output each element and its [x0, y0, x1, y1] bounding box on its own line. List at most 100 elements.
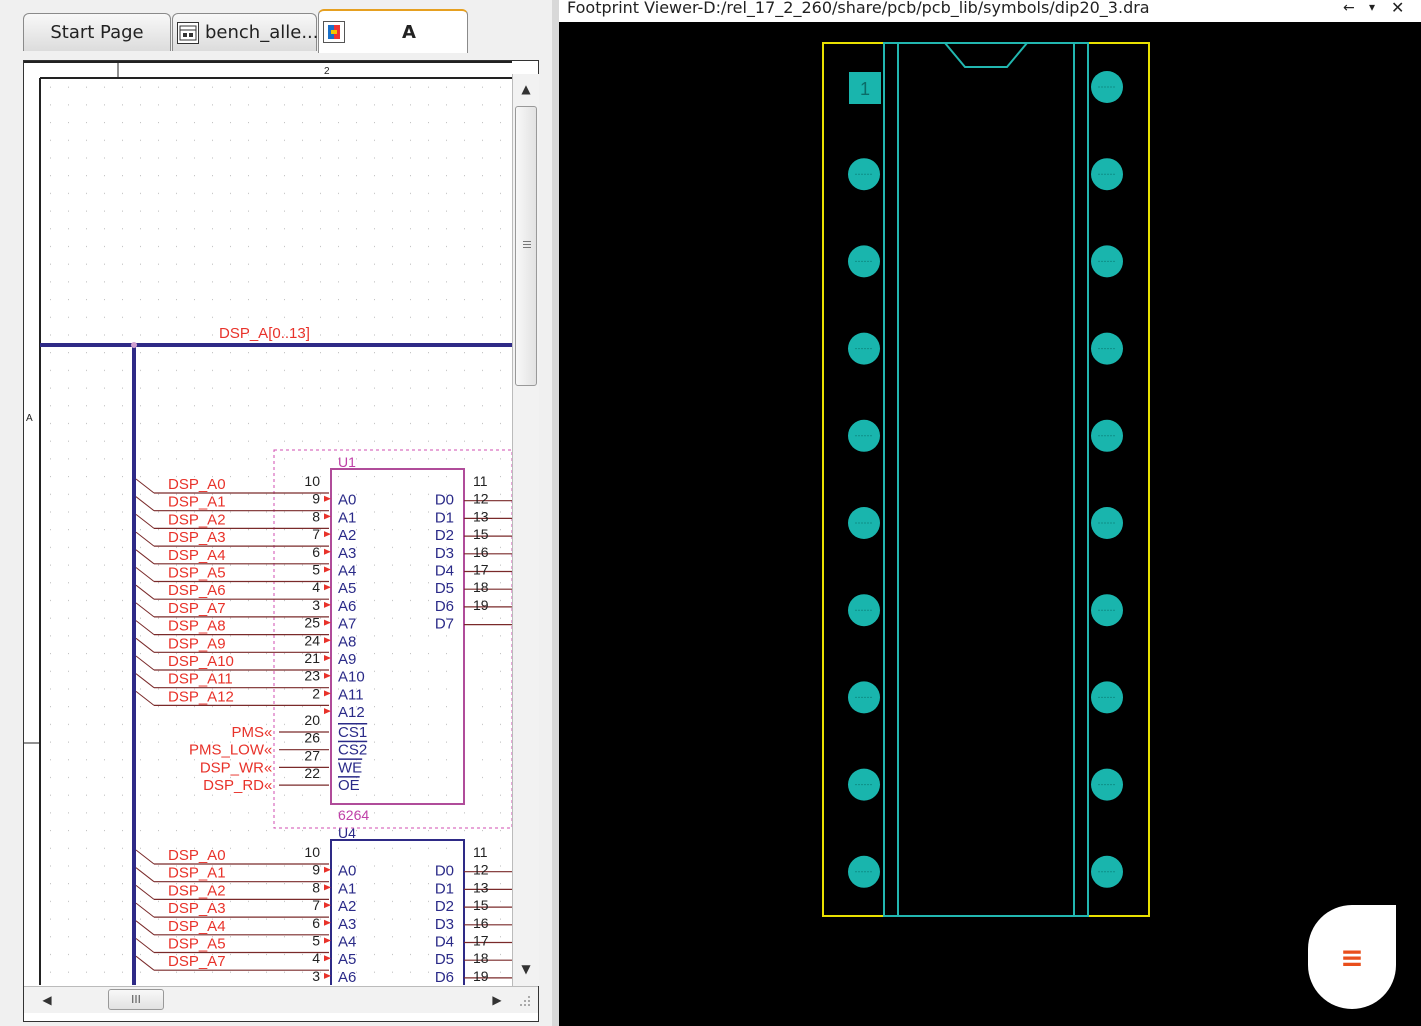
u4-pin-number: 18: [473, 950, 489, 966]
u4-pin-name: D4: [435, 934, 454, 951]
scroll-left-arrow-icon[interactable]: ◀: [42, 993, 52, 1007]
vertical-scroll-thumb[interactable]: [515, 106, 537, 386]
u1-pin-number: 2: [312, 685, 320, 701]
u1-pin-arrow: [324, 637, 331, 644]
u1-pin-number: 5: [312, 562, 320, 578]
u1-selection-box: [273, 449, 512, 829]
menu-button[interactable]: ≡: [1308, 905, 1396, 1009]
footprint-body-inner: [897, 42, 1075, 917]
u1-pin-name: D3: [435, 545, 454, 562]
u4-bus-entry: [135, 902, 155, 918]
u1-bus-entry: [135, 549, 155, 565]
u1-ctrl-pin-number: 27: [304, 747, 320, 763]
u1-pin-number: 6: [312, 544, 320, 560]
u4-pin-name: A0: [338, 863, 356, 880]
u1-pin-name: A6: [338, 598, 356, 615]
u4-bus-entry: [135, 955, 155, 971]
ruler-top-label: 2: [324, 66, 330, 77]
ruler-side-label: A: [26, 413, 33, 424]
u4-pin-number: 19: [473, 968, 489, 984]
pin-icon[interactable]: ←: [1343, 0, 1355, 16]
u1-pin-arrow: [324, 708, 331, 715]
grid-dots: [41, 79, 512, 985]
u1-net-label: DSP_A12: [168, 688, 234, 705]
tab-start-page[interactable]: Start Page: [23, 13, 171, 51]
u4-pin-number: 16: [473, 915, 489, 931]
resize-grip-icon[interactable]: [518, 993, 532, 1007]
u4-pin-arrow: [324, 919, 331, 926]
u1-pin-name: D1: [435, 509, 454, 526]
tab-page-a[interactable]: A: [318, 9, 468, 53]
u1-pin-arrow: [324, 672, 331, 679]
u1-pin-arrow: [324, 548, 331, 555]
u1-pin-arrow: [324, 584, 331, 591]
u1-ctrl-net-label: PMS_LOW: [189, 742, 265, 759]
u1-pin-number: 10: [304, 473, 320, 489]
menu-icon: ≡: [1340, 940, 1364, 974]
u1-pin-name: A1: [338, 509, 356, 526]
u1-net-label: DSP_A10: [168, 653, 234, 670]
scroll-right-arrow-icon[interactable]: ▶: [492, 993, 502, 1007]
bus-junction: [131, 342, 137, 348]
u1-pin-number: 24: [304, 632, 320, 648]
u4-net-label: DSP_A4: [168, 918, 226, 935]
u4-net-label: DSP_A5: [168, 936, 226, 953]
u4-pin-name: D0: [435, 863, 454, 880]
u4-net-label: DSP_A3: [168, 900, 226, 917]
close-icon[interactable]: ✕: [1391, 0, 1405, 17]
u4-pin-name: D6: [435, 969, 454, 985]
dropdown-icon[interactable]: ▾: [1369, 0, 1376, 14]
u1-bus-entry: [135, 655, 155, 671]
u1-pin-arrow: [324, 690, 331, 697]
u1-pin-name: A9: [338, 651, 356, 668]
u1-pin-name: A3: [338, 545, 356, 562]
u1-pin-arrow: [324, 495, 331, 502]
u1-pin-arrow: [324, 513, 331, 520]
u1-ctrl-pin-number: 26: [304, 730, 320, 746]
u1-pin-arrow: [324, 601, 331, 608]
u4-pin-number: 10: [304, 844, 320, 860]
horizontal-scroll-thumb[interactable]: III: [108, 989, 164, 1010]
pane-splitter[interactable]: [552, 0, 559, 1026]
u4-pin-number: 8: [312, 879, 320, 895]
u1-offpage-connector-icon: «: [264, 759, 272, 776]
horizontal-scrollbar[interactable]: ◀ III ▶: [24, 986, 538, 1013]
scroll-down-arrow-icon[interactable]: ▼: [521, 962, 531, 976]
u1-pin-name: D4: [435, 563, 454, 580]
u4-pin-number: 6: [312, 915, 320, 931]
u4-pin-number: 12: [473, 862, 489, 878]
u4-pin-arrow: [324, 937, 331, 944]
u4-bus-entry: [135, 885, 155, 900]
page-icon: [323, 21, 345, 43]
tab-label: bench_alle...: [205, 22, 319, 43]
u1-body: [330, 468, 465, 805]
footprint-viewer: Footprint Viewer-D:/rel_17_2_260/share/p…: [559, 0, 1421, 1026]
vertical-scrollbar[interactable]: ▲ ▼: [512, 74, 539, 986]
u1-bus-entry: [135, 567, 155, 582]
u4-pin-name: A2: [338, 898, 356, 915]
pin1-label: 1: [860, 79, 870, 99]
u1-net-label: DSP_A6: [168, 582, 226, 599]
tab-bench[interactable]: bench_alle...: [172, 13, 319, 51]
u4-pin-number: 4: [312, 950, 320, 966]
u1-offpage-connector-icon: «: [264, 777, 272, 794]
u1-ctrl-net-label: PMS: [231, 724, 264, 741]
u1-pin-name: D7: [435, 616, 454, 633]
u4-ref: U4: [338, 825, 356, 841]
u1-offpage-connector-icon: «: [264, 724, 272, 741]
u4-pin-name: D2: [435, 898, 454, 915]
u4-pin-number: 7: [312, 897, 320, 913]
u4-bus-entry: [135, 938, 155, 953]
u1-pin-number: 17: [473, 562, 489, 578]
u4-bus-entry: [135, 867, 155, 883]
footprint-drawing[interactable]: 1: [559, 22, 1421, 1022]
u1-net-label: DSP_A7: [168, 600, 226, 617]
u4-net-label: DSP_A2: [168, 882, 226, 899]
u4-bus-entry: [135, 920, 155, 936]
footprint-viewer-title: Footprint Viewer-D:/rel_17_2_260/share/p…: [567, 0, 1150, 17]
scroll-up-arrow-icon[interactable]: ▲: [521, 82, 531, 96]
footprint-notch: [944, 42, 1028, 68]
u1-pin-number: 4: [312, 579, 320, 595]
